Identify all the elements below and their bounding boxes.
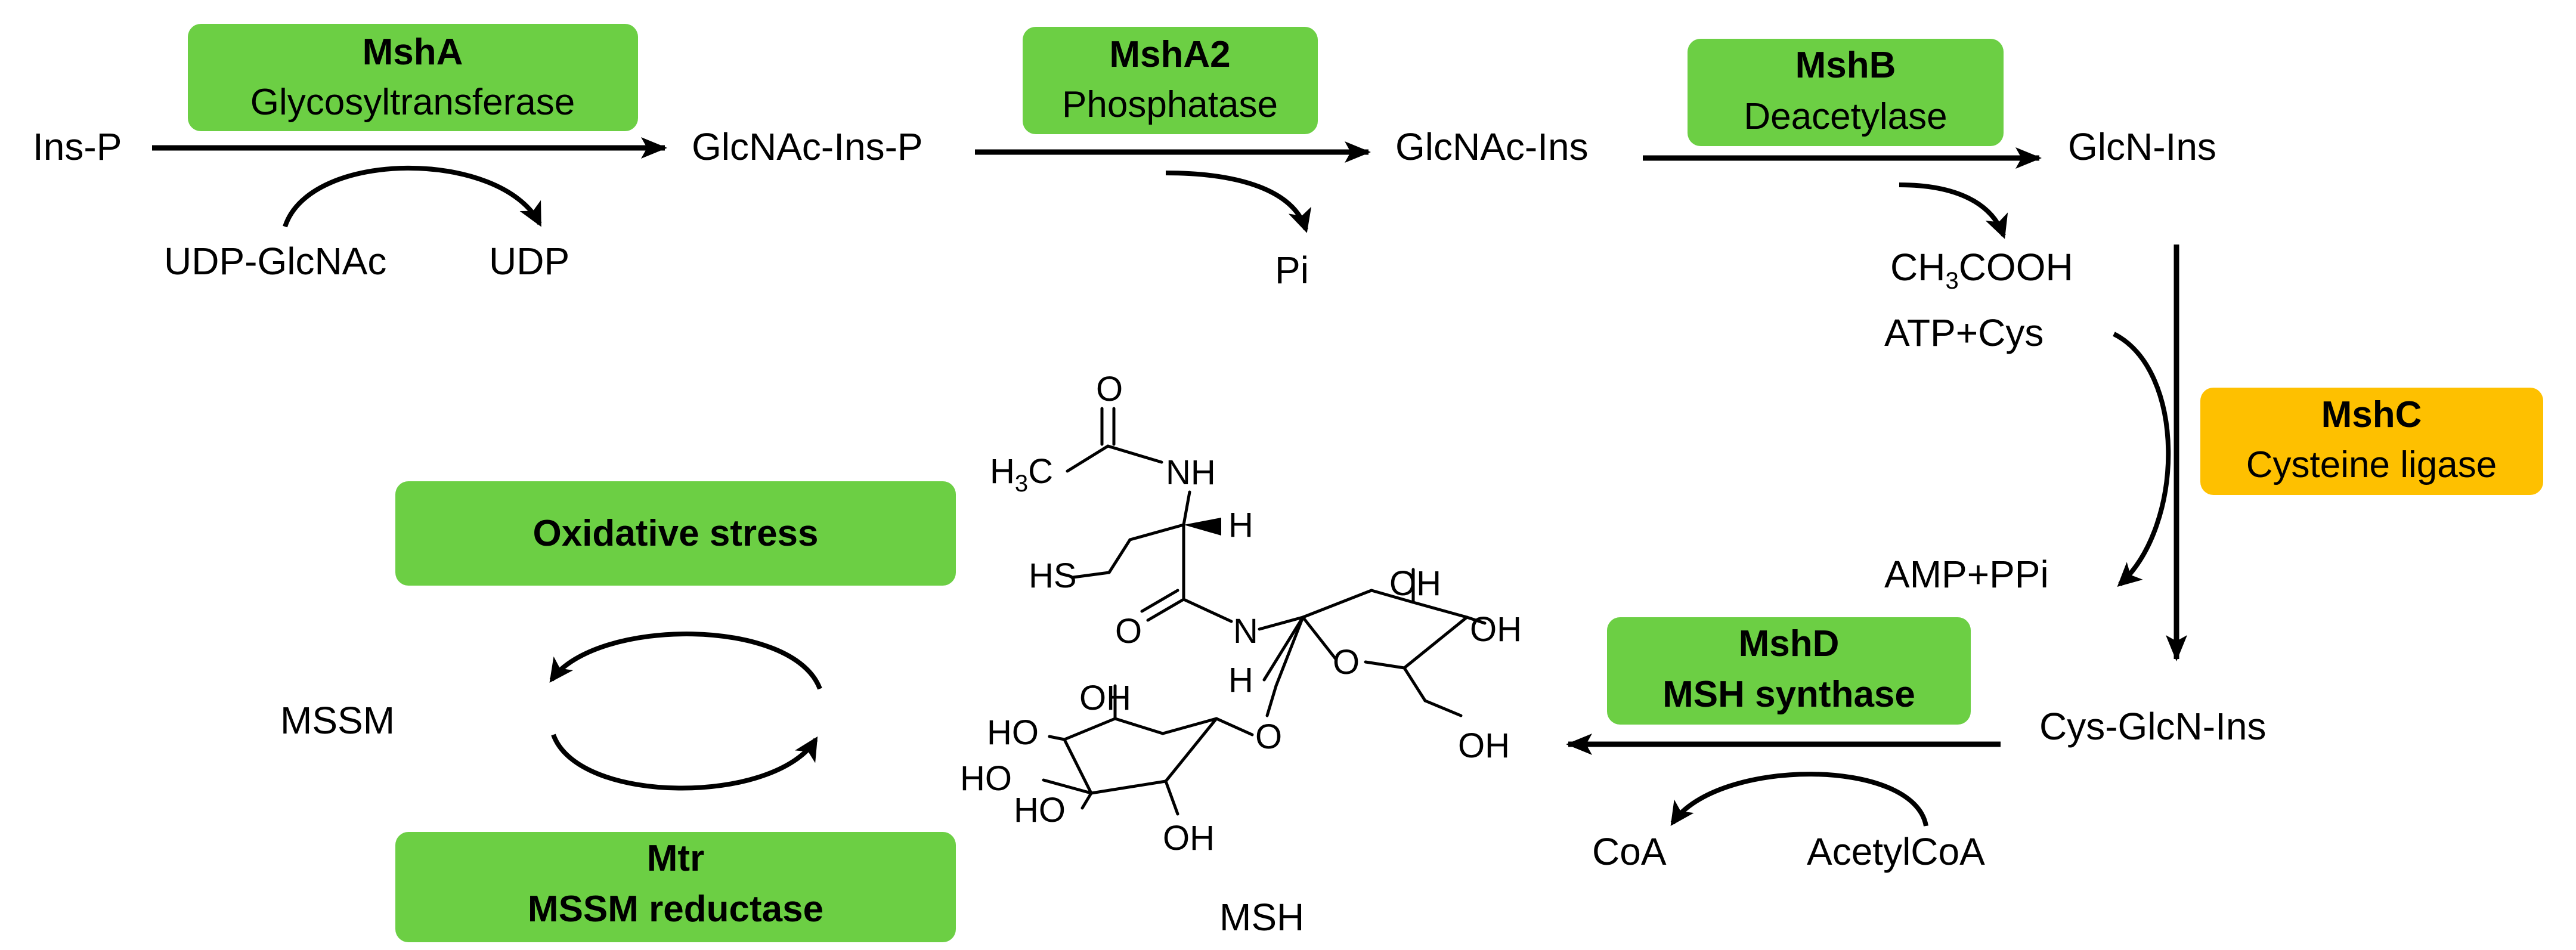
atom-ho-ino-3: HO: [1014, 791, 1066, 830]
atom-h3c: H3C: [990, 452, 1053, 497]
enzyme-box-mshc: MshC Cysteine ligase: [2200, 388, 2543, 495]
atom-o-carbonyl-top: O: [1096, 370, 1123, 409]
atom-n-amide: N: [1233, 612, 1258, 651]
cofactor-acetylcoa: AcetylCoA: [1807, 830, 1985, 873]
atom-ho-ino-1: HO: [987, 713, 1039, 752]
metabolite-cys-glcn-ins: Cys-GlcN-Ins: [2039, 705, 2266, 748]
cycle-arrow-oxidation: [549, 632, 822, 690]
msh-structure: O H3C NH H HS O N O H OH OH: [960, 370, 1522, 858]
atom-o-ring-glc: O: [1333, 643, 1360, 682]
enzyme-box-msha: MshA Glycosyltransferase: [188, 24, 638, 131]
enzyme-name-mshb: MshB: [1795, 45, 1896, 86]
enzyme-box-oxidative-stress: Oxidative stress: [395, 481, 956, 586]
atom-h-anomeric: H: [1228, 661, 1253, 700]
enzyme-box-mshb: MshB Deacetylase: [1688, 39, 2004, 146]
cofactor-arrow-acetylcoa: [1670, 772, 1928, 827]
metabolite-glcnac-ins-p: GlcNAc-Ins-P: [692, 125, 923, 168]
cofactor-atp-cys: ATP+Cys: [1884, 311, 2044, 354]
metabolite-ins-p: Ins-P: [33, 125, 122, 168]
enzyme-box-mshd: MshD MSH synthase: [1607, 617, 1971, 725]
enzyme-name-mtr: Mtr: [647, 838, 704, 879]
cycle-arrow-reduction: [551, 734, 818, 791]
metabolite-glcn-ins: GlcN-Ins: [2068, 125, 2216, 168]
atom-nh: NH: [1166, 453, 1216, 492]
atom-ho-ino-2: HO: [960, 759, 1012, 798]
atom-o-glycosidic: O: [1255, 717, 1282, 756]
enzyme-name-msha: MshA: [363, 32, 463, 73]
atom-oh-glc-top: OH: [1389, 564, 1441, 603]
enzyme-box-msha2: MshA2 Phosphatase: [1023, 27, 1318, 134]
atom-h-stereo: H: [1228, 506, 1253, 544]
enzyme-box-mtr: Mtr MSSM reductase: [395, 832, 956, 942]
atom-hs: HS: [1029, 556, 1077, 595]
metabolite-msh-label: MSH: [1219, 896, 1304, 939]
atom-oh-ino-top: OH: [1079, 679, 1131, 717]
enzyme-name-mshc: MshC: [2321, 394, 2422, 435]
enzyme-name-mshd: MshD: [1739, 623, 1840, 664]
enzyme-function-mtr: MSSM reductase: [528, 889, 823, 930]
cofactor-arrow-atp-cys: [2113, 332, 2171, 587]
enzyme-function-mshc: Cysteine ligase: [2246, 444, 2497, 485]
atom-oh-glc-right: OH: [1470, 610, 1522, 649]
cofactor-pi: Pi: [1275, 249, 1309, 292]
enzyme-function-mshd: MSH synthase: [1662, 674, 1915, 715]
cofactor-coa: CoA: [1592, 830, 1667, 873]
metabolite-glcnac-ins: GlcNAc-Ins: [1395, 125, 1589, 168]
atom-oh-ino-bottom: OH: [1163, 819, 1215, 858]
oxidative-stress-label: Oxidative stress: [532, 513, 818, 554]
cofactor-udp: UDP: [489, 240, 569, 283]
cofactor-ch3cooh: CH3COOH: [1890, 246, 2073, 294]
cofactor-arrow-pi: [1165, 171, 1312, 233]
enzyme-function-mshb: Deacetylase: [1744, 96, 1947, 137]
cofactor-udp-glcnac: UDP-GlcNAc: [164, 240, 386, 283]
enzyme-function-msha: Glycosyltransferase: [250, 82, 575, 123]
enzyme-function-msha2: Phosphatase: [1062, 84, 1278, 125]
metabolite-mssm: MSSM: [280, 699, 395, 742]
cofactor-arrow-ch3cooh: [1899, 182, 2008, 239]
atom-oh-glc-ch2: OH: [1458, 726, 1510, 765]
cofactor-arrow-udp-glcnac: [283, 165, 542, 228]
enzyme-name-msha2: MshA2: [1109, 34, 1230, 75]
atom-o-amide: O: [1115, 612, 1142, 651]
cofactor-amp-ppi: AMP+PPi: [1884, 553, 2049, 596]
